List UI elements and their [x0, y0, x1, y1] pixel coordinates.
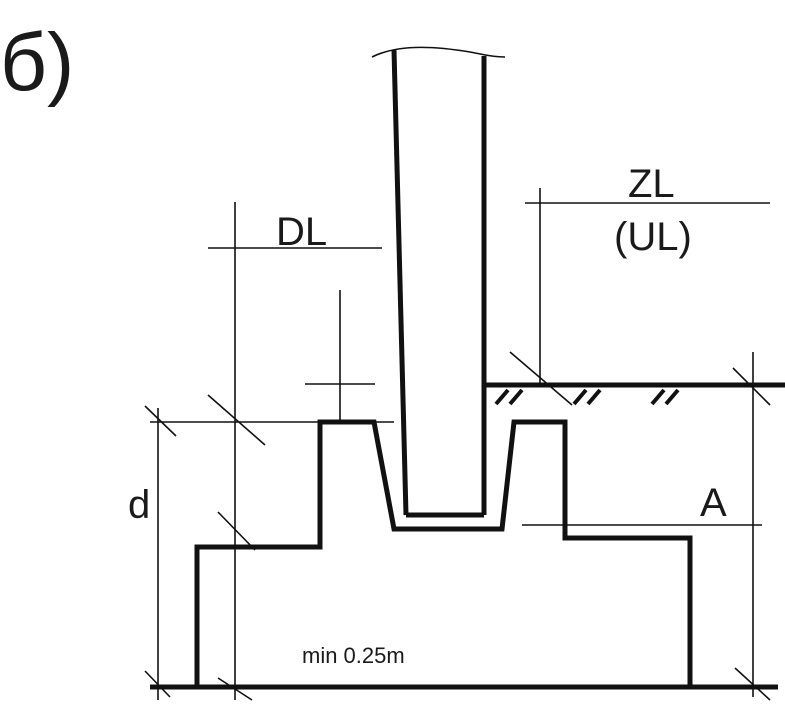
zl-label: ZL: [628, 162, 675, 206]
a-label: A: [700, 481, 727, 525]
d-dimension: d: [128, 405, 177, 700]
ul-label: (UL): [614, 215, 692, 259]
foundation-outline: [194, 419, 693, 687]
column: [391, 49, 487, 518]
ground-hatching: [494, 388, 680, 406]
panel-label: б): [0, 17, 74, 108]
min-depth-label: min 0.25m: [302, 643, 405, 668]
column-break-line: [371, 46, 506, 58]
zl-ul-dimension: ZL (UL): [509, 162, 770, 406]
a-dimension: A: [522, 352, 771, 701]
d-label: d: [128, 483, 150, 527]
step-top-marker: [305, 290, 375, 422]
dl-dimension: DL: [207, 202, 382, 701]
dl-label: DL: [276, 210, 327, 254]
